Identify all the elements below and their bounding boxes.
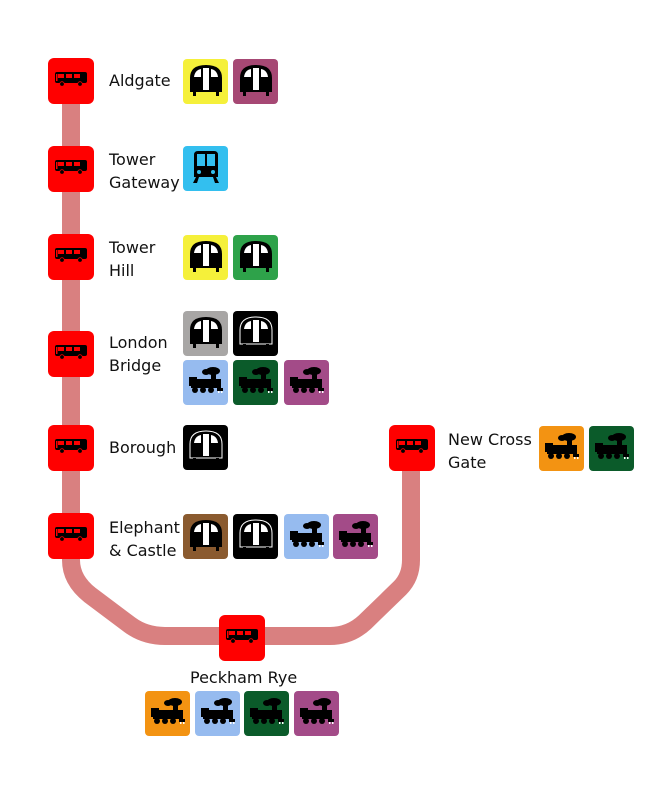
- connection-northern[interactable]: [183, 425, 228, 470]
- connection-overground[interactable]: [539, 426, 584, 471]
- connection-circle[interactable]: [183, 59, 228, 104]
- tube-icon: [187, 62, 225, 102]
- steam-train-icon: [199, 697, 237, 731]
- stop-borough[interactable]: [48, 425, 94, 471]
- connection-thameslink_green[interactable]: [233, 360, 278, 405]
- steam-train-icon: [543, 432, 581, 466]
- connection-circle[interactable]: [183, 235, 228, 280]
- bus-icon: [54, 438, 88, 458]
- connection-jubilee[interactable]: [183, 311, 228, 356]
- connection-district[interactable]: [233, 235, 278, 280]
- steam-train-icon: [593, 432, 631, 466]
- steam-train-icon: [149, 697, 187, 731]
- stop-label-london-bridge: London Bridge: [109, 333, 168, 375]
- steam-train-icon: [237, 366, 275, 400]
- connection-northern[interactable]: [233, 514, 278, 559]
- connection-thameslink_green[interactable]: [244, 691, 289, 736]
- stop-tower-hill[interactable]: [48, 234, 94, 280]
- tube-icon: [187, 428, 225, 468]
- stop-new-cross-gate[interactable]: [389, 425, 435, 471]
- connection-thameslink_green[interactable]: [589, 426, 634, 471]
- bus-icon: [54, 159, 88, 179]
- connection-thameslink_purple[interactable]: [294, 691, 339, 736]
- stop-peckham-rye[interactable]: [219, 615, 265, 661]
- bus-icon: [54, 344, 88, 364]
- connection-thameslink_purple[interactable]: [284, 360, 329, 405]
- connection-southern[interactable]: [183, 360, 228, 405]
- bus-icon: [54, 526, 88, 546]
- steam-train-icon: [288, 520, 326, 554]
- connection-thameslink_purple[interactable]: [333, 514, 378, 559]
- bus-icon: [54, 71, 88, 91]
- steam-train-icon: [187, 366, 225, 400]
- dlr-train-icon: [190, 149, 222, 189]
- connection-southern[interactable]: [195, 691, 240, 736]
- tube-icon: [187, 517, 225, 557]
- tube-icon: [237, 517, 275, 557]
- tube-icon: [187, 314, 225, 354]
- bus-icon: [225, 628, 259, 648]
- steam-train-icon: [298, 697, 336, 731]
- steam-train-icon: [337, 520, 375, 554]
- tube-icon: [237, 62, 275, 102]
- steam-train-icon: [248, 697, 286, 731]
- connection-overground[interactable]: [145, 691, 190, 736]
- stop-label-aldgate: Aldgate: [109, 71, 171, 90]
- tube-icon: [237, 238, 275, 278]
- tube-icon: [187, 238, 225, 278]
- stop-elephant-castle[interactable]: [48, 513, 94, 559]
- connection-dlr[interactable]: [183, 146, 228, 191]
- stop-label-borough: Borough: [109, 438, 177, 457]
- stop-london-bridge[interactable]: [48, 331, 94, 377]
- bus-icon: [395, 438, 429, 458]
- bus-icon: [54, 247, 88, 267]
- connection-hammersmith[interactable]: [233, 59, 278, 104]
- stop-label-peckham-rye: Peckham Rye: [190, 668, 298, 687]
- stop-aldgate[interactable]: [48, 58, 94, 104]
- steam-train-icon: [288, 366, 326, 400]
- stop-label-elephant-castle: Elephant & Castle: [109, 518, 180, 560]
- stop-label-tower-gateway: Tower Gateway: [109, 150, 180, 192]
- stop-label-tower-hill: Tower Hill: [109, 238, 156, 280]
- connection-northern[interactable]: [233, 311, 278, 356]
- tube-icon: [237, 314, 275, 354]
- connection-bakerloo[interactable]: [183, 514, 228, 559]
- stop-tower-gateway[interactable]: [48, 146, 94, 192]
- connection-southern[interactable]: [284, 514, 329, 559]
- stop-label-new-cross-gate: New Cross Gate: [448, 430, 532, 472]
